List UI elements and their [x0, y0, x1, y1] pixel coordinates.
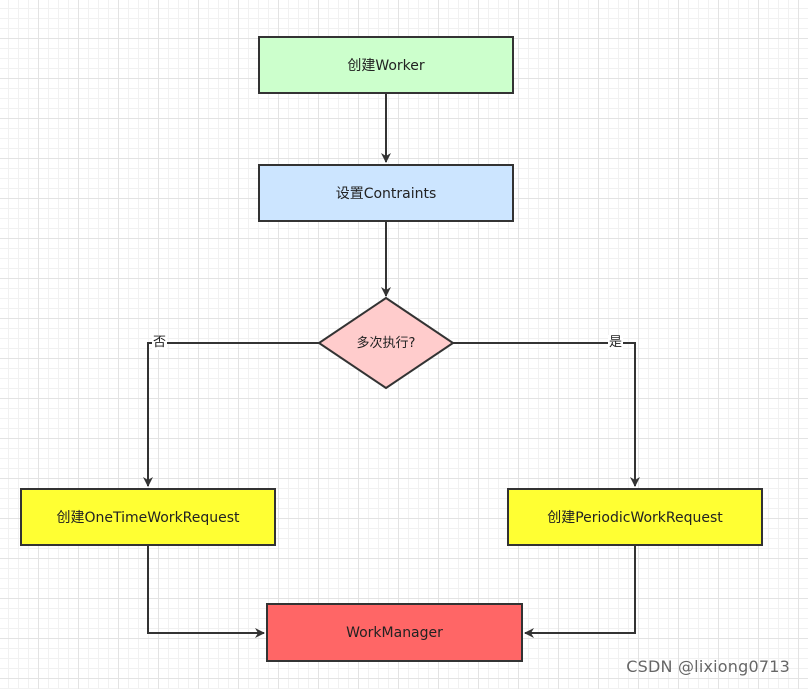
edge-label-no: 否 [152, 335, 168, 350]
edge-decision-yes-to-periodic [453, 342, 640, 487]
edge-periodic-to-manager [524, 546, 636, 638]
watermark: CSDN @lixiong0713 [626, 657, 790, 676]
decision-diamond [317, 296, 455, 390]
node-create-worker-label: 创建Worker [347, 58, 425, 74]
node-set-constraints: 设置Contraints [258, 164, 514, 222]
node-work-manager-label: WorkManager [346, 624, 443, 641]
node-work-manager: WorkManager [266, 603, 523, 662]
node-create-onetime-request: 创建OneTimeWorkRequest [20, 488, 276, 546]
edge-decision-no-to-onetime [143, 342, 319, 487]
node-set-constraints-label: 设置Contraints [335, 186, 437, 202]
edge-onetime-to-manager [147, 546, 265, 638]
decision-label: 多次执行? [356, 336, 416, 351]
node-create-onetime-request-label: 创建OneTimeWorkRequest [56, 510, 240, 526]
node-create-worker: 创建Worker [258, 36, 514, 94]
node-create-periodic-request-label: 创建PeriodicWorkRequest [547, 510, 723, 526]
edge-label-yes: 是 [608, 335, 624, 350]
node-create-periodic-request: 创建PeriodicWorkRequest [507, 488, 763, 546]
